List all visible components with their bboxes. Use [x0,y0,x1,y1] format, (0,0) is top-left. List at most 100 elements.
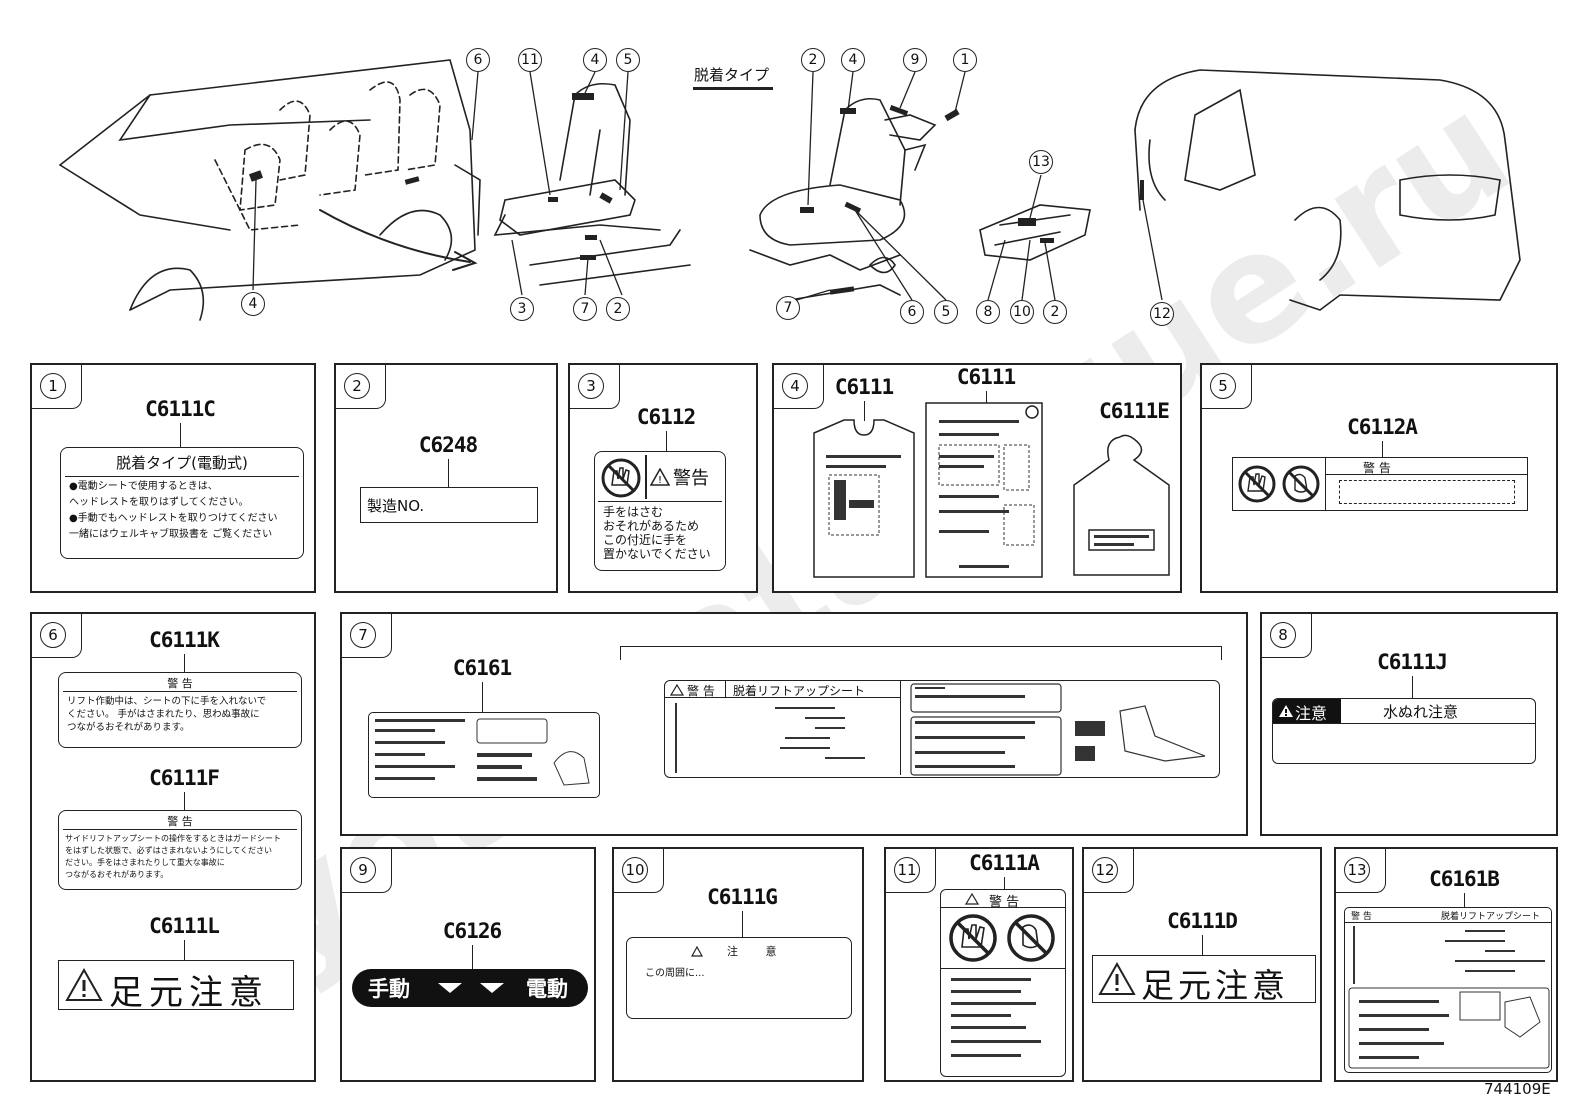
hand-pinch-prohibited-icon [949,914,997,962]
panel-10: 10 C6111G 注 意 この周囲に... [612,847,864,1082]
panel-5: 5 C6112A 警 告 [1200,363,1558,593]
callout-5: 5 [934,300,958,324]
panel-number: 6 [40,622,66,648]
callout-4: 4 [841,48,865,72]
watch-your-step-text: 足元注意 [1141,966,1289,1005]
part-code: C6111 [834,375,894,399]
removable-type-label: 脱着タイプ [694,66,770,84]
panel-number: 1 [40,373,66,399]
callout-7: 7 [776,296,800,320]
arrow-right-icon [480,983,504,993]
label-c6111a: 警 告 [940,889,1066,1077]
svg-text:!: ! [658,475,662,486]
callout-2: 2 [801,48,825,72]
warning-triangle-icon: ! [650,468,670,486]
panel-6: 6 C6111K 警 告 リフト作動中は、シートの下に手を入れないで ください。… [30,612,316,1082]
warning-triangle-icon [1098,962,1136,995]
caution-text: 注意 [1295,704,1328,723]
panel-7: 7 C6161 警 告 脱着リフトアップシート [340,612,1248,836]
label-c6112: ! 警告 手をはさむ おそれがあるため この付近に手を 置かないでください [594,451,726,571]
label-c6161-large: 警 告 脱着リフトアップシート [664,680,1220,778]
label-c6111c: 脱着タイプ(電動式) ●電動シートで使用するときは、 ヘッドレストを取りはずして… [60,447,304,559]
part-code: C6111F [149,766,220,790]
panel-number: 11 [894,857,920,883]
manual-text: 手動 [368,977,410,1001]
part-code: C6111A [969,851,1040,875]
warning-triangle-icon [670,684,684,696]
part-code: C6111 [956,365,1016,389]
callout-5: 5 [616,48,640,72]
callout-13: 13 [1029,150,1053,174]
warning-triangle-icon [965,893,979,905]
panel-1: 1 C6111C 脱着タイプ(電動式) ●電動シートで使用するときは、 ヘッドレ… [30,363,316,593]
label-c6111g: 注 意 この周囲に... [626,937,852,1019]
panel-number: 10 [622,857,648,883]
figure-id: 744109E [1484,1080,1551,1098]
panel-9: 9 C6126 手動 電動 [340,847,596,1082]
part-code: C6161B [1429,867,1500,891]
label-c6111k: 警 告 リフト作動中は、シートの下に手を入れないで ください。 手がはさまれたり… [58,672,302,748]
warning-triangle-icon [1279,705,1293,717]
panel-8: 8 C6111J 注意 水ぬれ注意 [1260,612,1558,836]
panel-number: 8 [1270,622,1296,648]
panel-3: 3 C6112 ! 警告 手をはさむ おそれがあるため この付近に手を 置かない… [568,363,758,593]
label-c6161b: 警 告 脱着リフトアップシート [1344,907,1552,1073]
panel-number: 2 [344,373,370,399]
label-c6248: 製造NO. [360,487,538,523]
callout-9: 9 [903,48,927,72]
callout-4: 4 [241,292,265,316]
panel-4: 4 C6111 C6111 C6111E [772,363,1182,593]
callout-7: 7 [573,297,597,321]
callout-12: 12 [1150,302,1174,326]
vehicle-illustrations [59,59,1521,321]
panel-number: 9 [350,857,376,883]
callout-6: 6 [466,48,490,72]
part-code: C6112A [1347,415,1418,439]
label-c6111d: 足元注意 [1092,955,1316,1005]
label-c6112a: 警 告 [1232,457,1528,511]
label-c6111f: 警 告 サイドリフトアップシートの操作をするときはガードシート をはずした状態で… [58,810,302,890]
watch-your-step-text: 足元注意 [109,973,269,1013]
foot-prohibited-icon [1007,914,1055,962]
hand-pinch-prohibited-icon [601,458,641,498]
caution-text: 注 意 [727,945,789,958]
part-code: C6111D [1167,909,1238,933]
label-title: 脱着タイプ(電動式) [116,454,248,472]
panel-13: 13 C6161B 警 告 脱着リフトアップシート [1334,847,1558,1082]
callout-4: 4 [583,48,607,72]
foot-prohibited-icon [1282,465,1320,503]
warning-text: 警 告 [1363,461,1391,475]
warning-triangle-icon [65,968,103,1001]
callout-2: 2 [1043,300,1067,324]
hang-tag-labels [813,402,1170,578]
warning-text: 警告 [673,468,709,489]
part-code: C6111L [149,914,220,938]
part-code: C6126 [442,919,502,943]
part-code: C6111J [1377,650,1448,674]
panel-number: 3 [578,373,604,399]
warning-triangle-icon [691,946,703,957]
callout-1: 1 [953,48,977,72]
label-c6126: 手動 電動 [352,969,588,1007]
panel-number: 7 [350,622,376,648]
callout-3: 3 [510,297,534,321]
part-code: C6111K [149,628,220,652]
callout-11: 11 [518,48,542,72]
panel-number: 13 [1344,857,1370,883]
callout-2: 2 [606,297,630,321]
panel-number: 4 [782,373,808,399]
part-code: C6112 [636,405,696,429]
panel-number: 12 [1092,857,1118,883]
panel-number: 5 [1210,373,1236,399]
label-c6161-small [368,712,600,798]
part-code: C6111C [145,397,216,421]
callout-10: 10 [1010,300,1034,324]
panel-12: 12 C6111D 足元注意 [1082,847,1322,1082]
label-c6111l: 足元注意 [58,960,294,1013]
panel-2: 2 C6248 製造NO. [334,363,558,593]
part-code: C6161 [452,656,512,680]
arrow-left-icon [438,983,462,993]
panel-11: 11 C6111A 警 告 [884,847,1074,1082]
water-caution-text: 水ぬれ注意 [1383,703,1459,721]
hand-pinch-prohibited-icon [1238,465,1276,503]
